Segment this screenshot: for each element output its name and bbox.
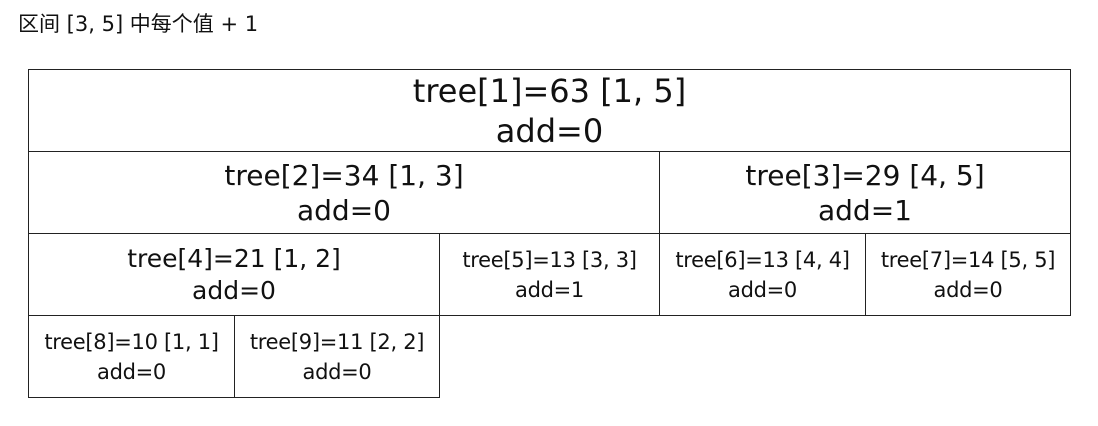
- node-add: add=0: [302, 359, 372, 384]
- tree-node-4: tree[4]=21 [1, 2] add=0: [28, 233, 440, 316]
- node-label: tree[4]=21 [1, 2]: [127, 243, 341, 273]
- node-add: add=0: [728, 277, 797, 302]
- node-add: add=0: [297, 193, 391, 227]
- node-label: tree[8]=10 [1, 1]: [44, 329, 219, 354]
- node-label: tree[6]=13 [4, 4]: [675, 247, 850, 272]
- tree-node-9: tree[9]=11 [2, 2] add=0: [234, 315, 440, 398]
- tree-node-8: tree[8]=10 [1, 1] add=0: [28, 315, 235, 398]
- node-add: add=0: [933, 277, 1003, 302]
- tree-node-3: tree[3]=29 [4, 5] add=1: [659, 151, 1071, 234]
- tree-node-6: tree[6]=13 [4, 4] add=0: [659, 233, 866, 316]
- tree-node-5: tree[5]=13 [3, 3] add=1: [439, 233, 660, 316]
- node-label: tree[3]=29 [4, 5]: [745, 158, 985, 192]
- node-add: add=0: [192, 275, 276, 305]
- tree-node-1: tree[1]=63 [1, 5] add=0: [28, 69, 1071, 152]
- node-add: add=1: [515, 277, 584, 302]
- node-label: tree[9]=11 [2, 2]: [249, 329, 425, 354]
- tree-node-2: tree[2]=34 [1, 3] add=0: [28, 151, 660, 234]
- node-add: add=1: [818, 193, 912, 227]
- node-label: tree[7]=14 [5, 5]: [880, 247, 1056, 272]
- node-add: add=0: [495, 111, 604, 150]
- diagram-caption: 区间 [3, 5] 中每个值 + 1: [18, 12, 259, 36]
- node-label: tree[2]=34 [1, 3]: [224, 158, 464, 192]
- node-add: add=0: [97, 359, 166, 384]
- node-label: tree[1]=63 [1, 5]: [412, 71, 687, 110]
- node-label: tree[5]=13 [3, 3]: [462, 247, 637, 272]
- tree-node-7: tree[7]=14 [5, 5] add=0: [865, 233, 1071, 316]
